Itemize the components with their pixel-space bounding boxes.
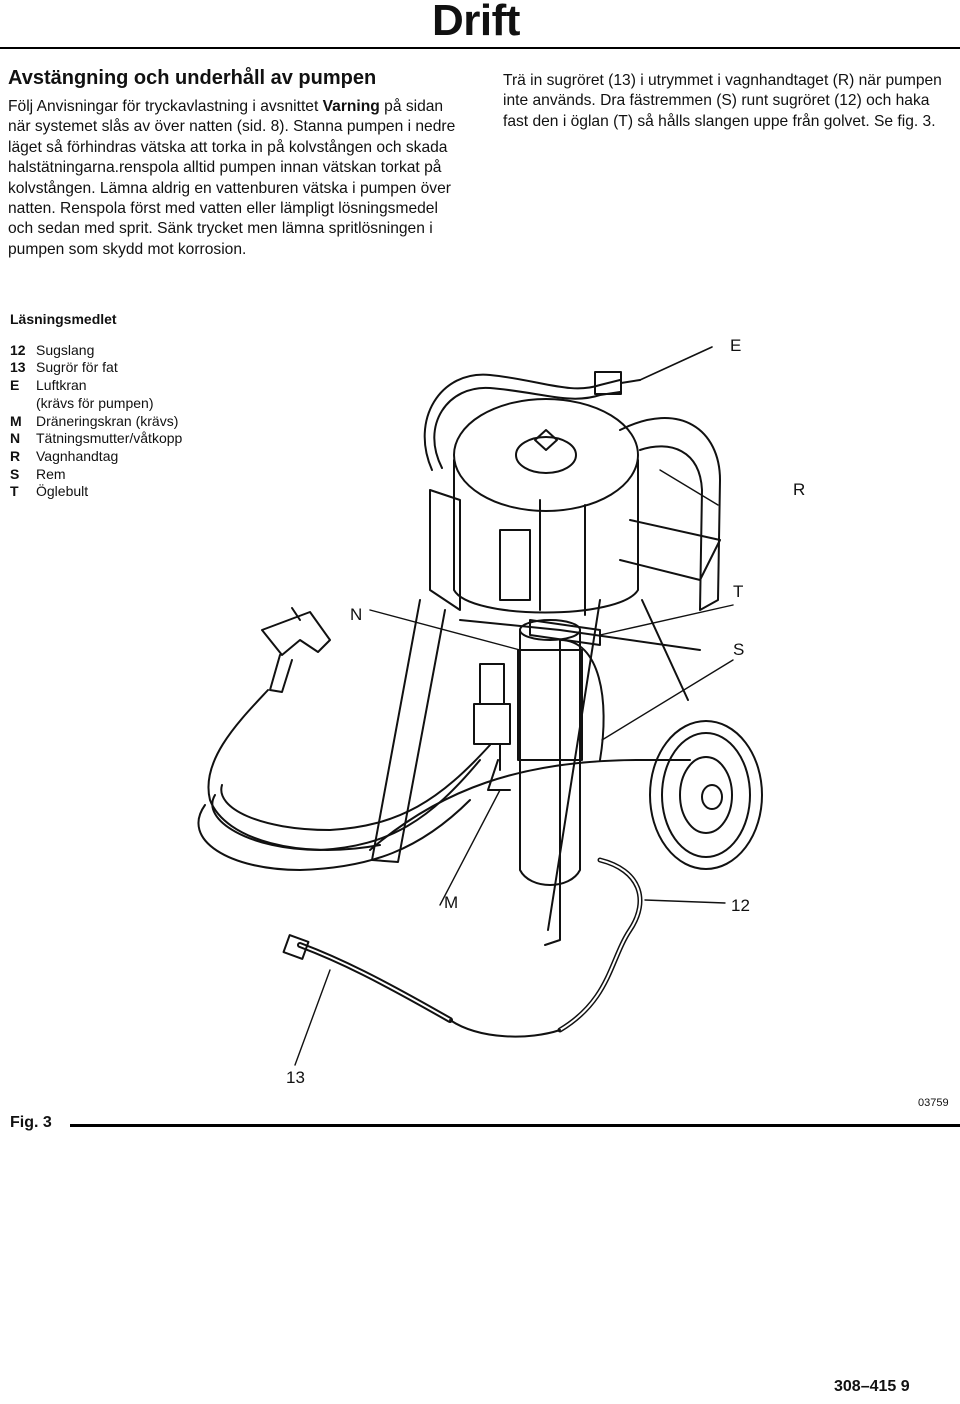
legend-title: Läsningsmedlet — [10, 311, 117, 327]
legend-item-note: (krävs för pumpen) — [36, 394, 154, 411]
page-title: Drift — [432, 0, 520, 45]
header-divider — [0, 47, 960, 49]
callout-N: N — [350, 605, 363, 624]
callout-13: 13 — [286, 1068, 305, 1087]
pump-cart-illustration — [197, 346, 763, 1066]
figure-label: Fig. 3 — [10, 1114, 52, 1131]
callout-E: E — [730, 336, 742, 355]
warning-reference: Varning — [322, 98, 380, 115]
callout-M: M — [444, 893, 459, 912]
page-number: 308–415 9 — [834, 1378, 910, 1395]
callout-T: T — [733, 582, 744, 601]
callout-R: R — [793, 480, 806, 499]
section-heading: Avstängning och underhåll av pumpen — [8, 67, 377, 89]
callout-S: S — [733, 640, 745, 659]
callout-12: 12 — [731, 896, 750, 915]
shutdown-paragraph: Följ Anvisningar för tryckavlastning i a… — [8, 98, 456, 258]
figure-rule — [70, 1124, 960, 1127]
storage-paragraph: Trä in sugröret (13) i utrymmet i vagnha… — [503, 72, 942, 130]
figure-code: 03759 — [918, 1097, 949, 1109]
